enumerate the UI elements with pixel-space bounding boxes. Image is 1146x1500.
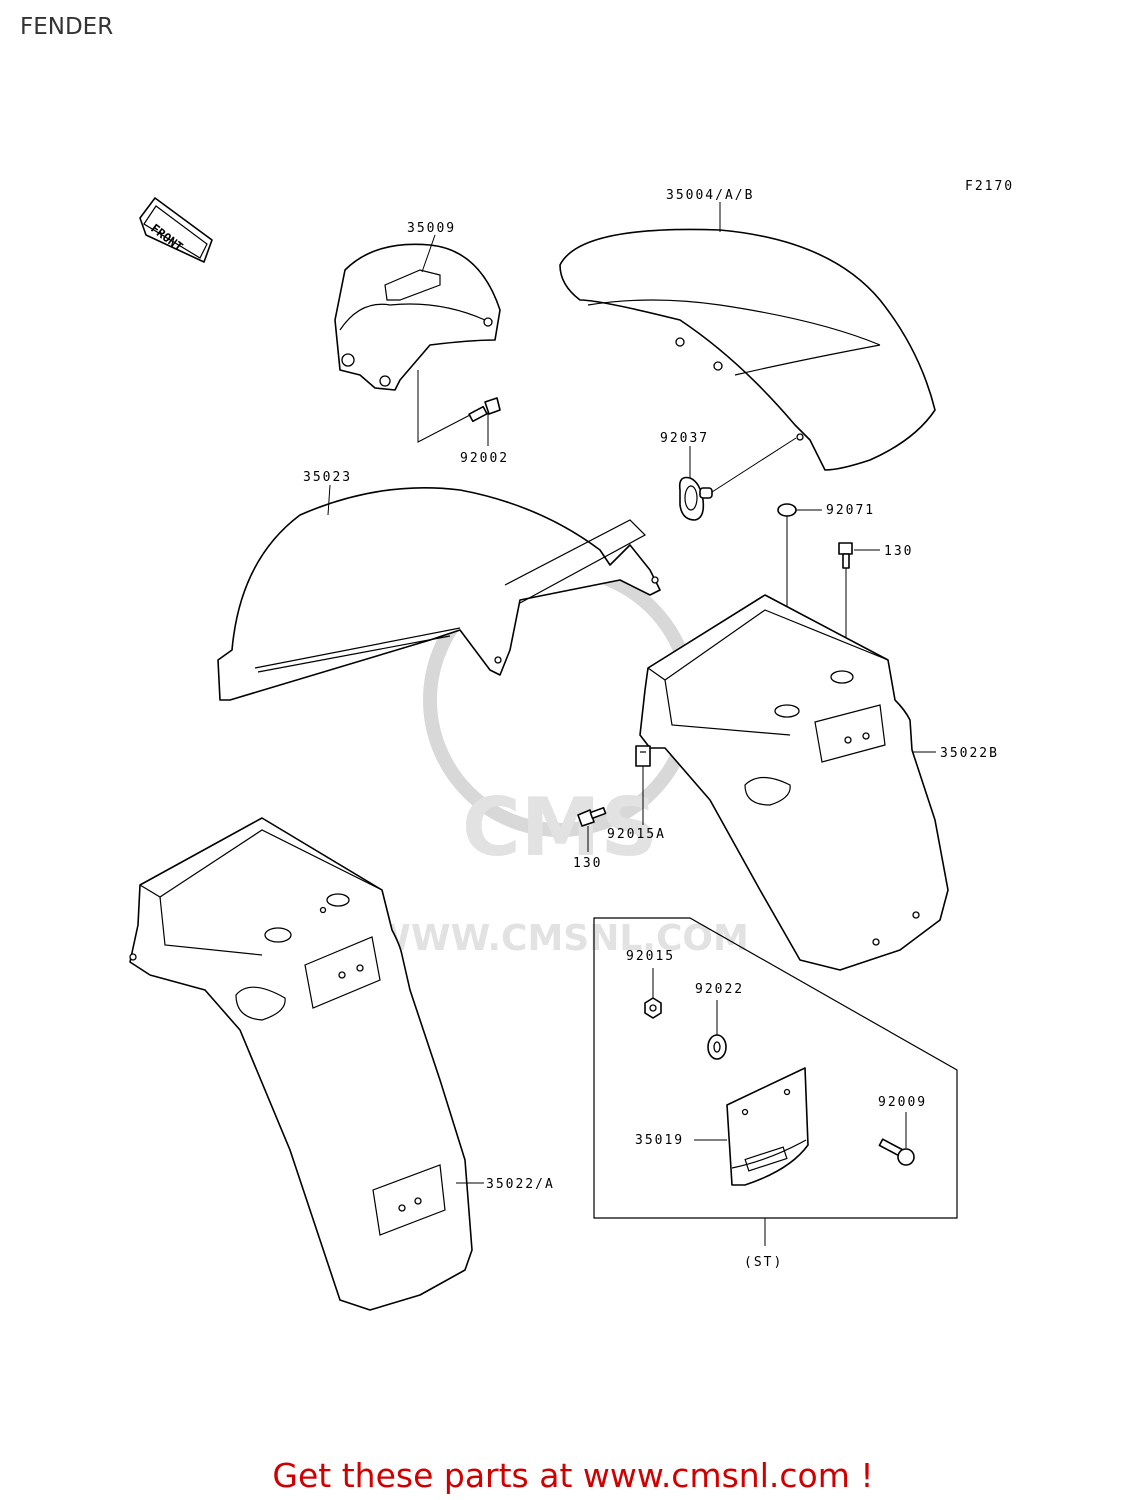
label-35019: 35019 [635,1133,684,1148]
label-92071: 92071 [826,503,875,518]
watermark-brand: CMS [462,781,658,874]
part-130-bolt-lower[interactable] [577,806,607,852]
diagram-code: F2170 [965,179,1014,194]
leader-35023 [327,484,331,516]
part-35019-plate[interactable] [694,1067,809,1186]
label-92037: 92037 [660,431,709,446]
label-35022a: 35022/A [486,1177,555,1192]
part-92015a-clip[interactable] [635,745,651,825]
part-92015-nut[interactable] [644,968,662,1019]
part-35009-cover[interactable] [334,243,501,391]
label-35023: 35023 [303,470,352,485]
label-130-lower: 130 [573,856,602,871]
label-130-upper: 130 [884,544,913,559]
label-35022b: 35022B [940,746,999,761]
front-arrow-icon: FRONT [139,197,213,263]
label-92009: 92009 [878,1095,927,1110]
kit-label: (ST) [744,1255,783,1270]
footer-link[interactable]: Get these parts at www.cmsnl.com ! [272,1456,874,1495]
label-35004: 35004/A/B [666,188,754,203]
leader-35009 [421,234,436,273]
label-92015a: 92015A [607,827,666,842]
part-35022a-rear-fender[interactable] [129,817,473,1311]
label-92022: 92022 [695,982,744,997]
label-35009: 35009 [407,221,456,236]
page-title: FENDER [20,14,114,40]
part-92009-screw[interactable] [878,1112,915,1166]
kit-frame [593,917,958,1246]
part-92002-bolt[interactable] [417,370,501,443]
watermark: CMS WWW.CMSNL.COM [371,563,749,959]
part-35022b-rear-fender[interactable] [639,594,949,971]
part-92022-washer[interactable] [707,1000,727,1060]
part-92037-grommet[interactable] [678,437,797,521]
watermark-url: WWW.CMSNL.COM [371,918,749,959]
label-92015: 92015 [626,949,675,964]
part-35004-front-fender[interactable] [559,228,936,471]
part-35023-inner-fender[interactable] [217,486,661,701]
label-92002: 92002 [460,451,509,466]
